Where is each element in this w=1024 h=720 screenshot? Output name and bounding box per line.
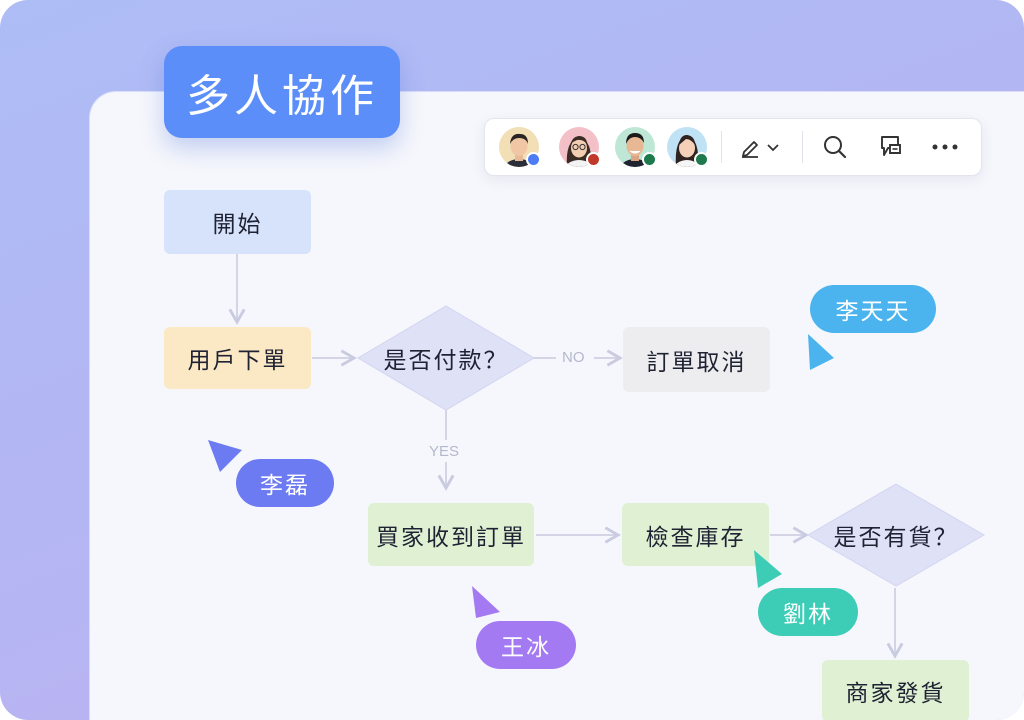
node-cancel[interactable]: 訂單取消 — [623, 327, 770, 392]
node-stock-question[interactable]: 是否有貨？ — [806, 482, 986, 588]
toolbar-divider — [721, 131, 722, 163]
cursor-label-liu-lin: 劉林 — [758, 588, 858, 636]
status-dot — [586, 152, 601, 167]
node-start[interactable]: 開始 — [164, 190, 311, 254]
diamond-label: 是否有貨？ — [833, 525, 959, 551]
search-icon — [824, 136, 847, 159]
page-title: 多人協作 — [164, 46, 400, 138]
avatar[interactable] — [615, 127, 657, 167]
more-icon — [932, 144, 958, 150]
toolbar-divider — [802, 131, 803, 163]
pen-tool-button[interactable] — [737, 132, 785, 162]
search-button[interactable] — [819, 132, 851, 162]
avatar[interactable] — [667, 127, 709, 167]
edge-label-yes: YES — [429, 443, 460, 460]
more-button[interactable] — [929, 132, 961, 162]
node-ship[interactable]: 商家發貨 — [822, 660, 969, 720]
node-paid-question[interactable]: 是否付款？ — [356, 304, 536, 412]
cursor-label-li-lei: 李磊 — [236, 459, 334, 507]
avatar[interactable] — [499, 127, 541, 167]
avatar[interactable] — [559, 127, 601, 167]
cursor-pointer-icon — [208, 440, 242, 472]
cursor-pointer-icon — [754, 550, 782, 588]
status-dot — [642, 152, 657, 167]
cursor-pointer-icon — [808, 334, 834, 370]
cursor-pointer-icon — [472, 586, 500, 618]
diamond-label: 是否付款？ — [383, 348, 509, 374]
diamond-shape — [357, 305, 535, 411]
status-dot — [694, 152, 709, 167]
node-order[interactable]: 用戶下單 — [164, 327, 311, 389]
comment-button[interactable] — [875, 132, 907, 162]
cursor-label-wang-bing: 王冰 — [476, 621, 576, 669]
cursor-label-li-tiantian: 李天天 — [810, 285, 936, 333]
collab-toolbar — [484, 118, 982, 176]
status-dot — [526, 152, 541, 167]
node-received[interactable]: 買家收到訂單 — [368, 503, 534, 566]
node-check-stock[interactable]: 檢查庫存 — [622, 503, 769, 566]
diamond-shape — [807, 483, 985, 587]
edge-label-no: NO — [562, 349, 585, 366]
comment-icon — [881, 136, 901, 156]
pen-icon — [742, 141, 779, 158]
